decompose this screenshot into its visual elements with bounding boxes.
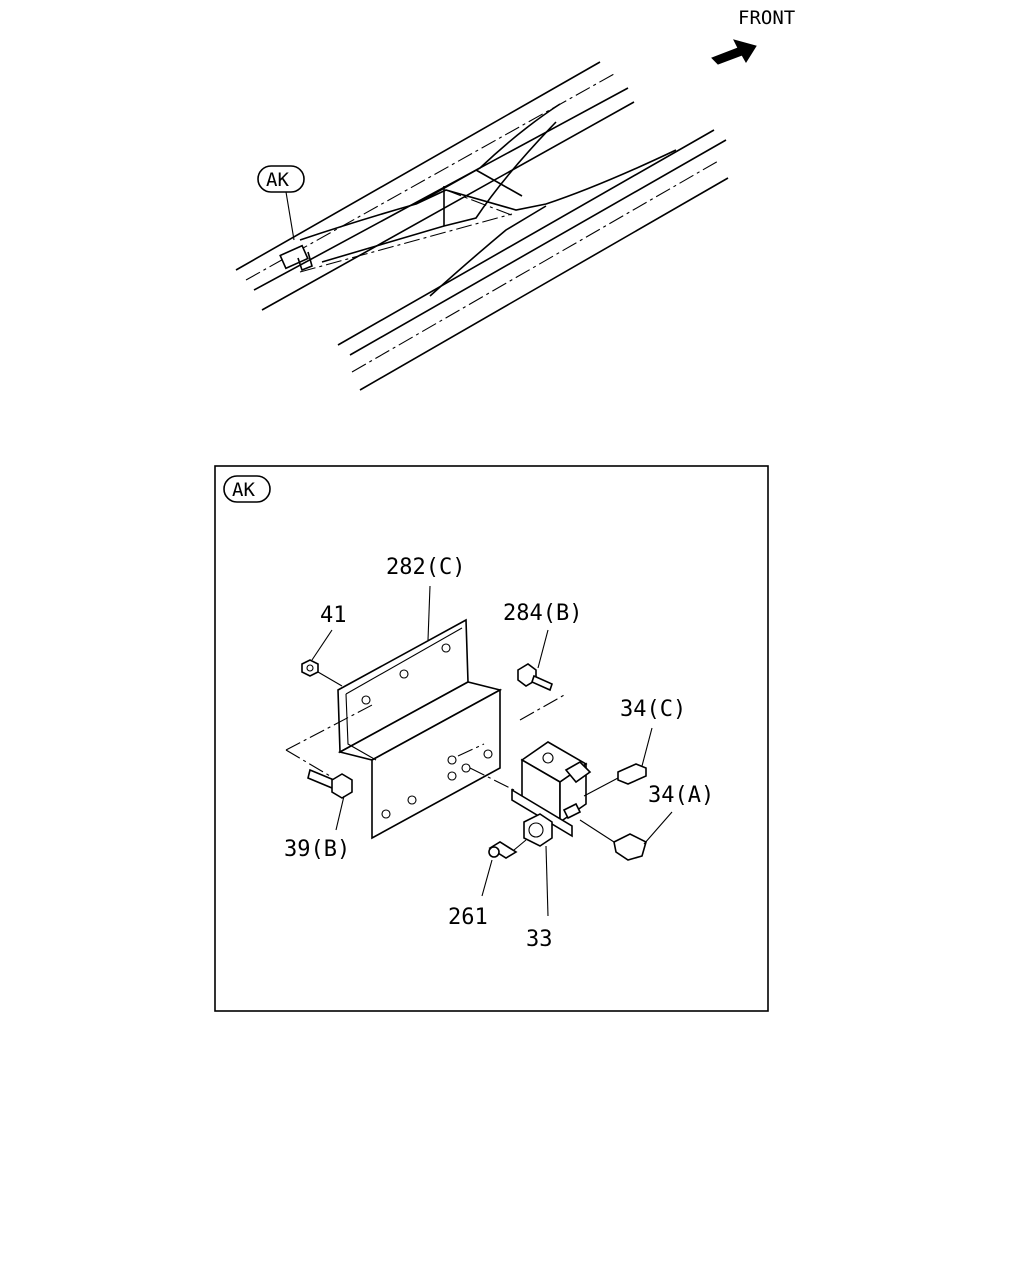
label-41: 41 (320, 603, 347, 628)
front-label: FRONT (738, 7, 795, 29)
front-indicator: FRONT (711, 7, 795, 65)
fitting-34c (583, 763, 647, 797)
nut-41 (301, 659, 343, 687)
label-34c: 34(C) (620, 697, 686, 722)
chassis-frame (235, 61, 729, 391)
ak-callout-label: AK (266, 169, 289, 191)
label-261: 261 (448, 905, 488, 930)
label-282c: 282(C) (386, 555, 465, 580)
ak-callout: AK (257, 165, 305, 241)
bolt-39b (307, 768, 353, 799)
label-33: 33 (526, 927, 553, 952)
fitting-34a (579, 819, 647, 861)
part-labels: 282(C) 41 284(B) 34(C) 34(A) 39(B) 261 3… (284, 555, 714, 952)
inset-tag: AK (223, 475, 271, 503)
detail-inset-frame (214, 465, 769, 1012)
bolt-284b (517, 663, 553, 692)
front-arrow-icon (711, 39, 757, 65)
label-39b: 39(B) (284, 837, 350, 862)
assembly-lines (285, 693, 567, 791)
valve-33 (511, 741, 592, 847)
label-34a: 34(A) (648, 783, 714, 808)
bracket-282c (337, 618, 503, 840)
plug-261 (488, 839, 527, 859)
leader-lines (311, 585, 673, 917)
inset-tag-label: AK (232, 479, 255, 501)
label-284b: 284(B) (503, 601, 582, 626)
